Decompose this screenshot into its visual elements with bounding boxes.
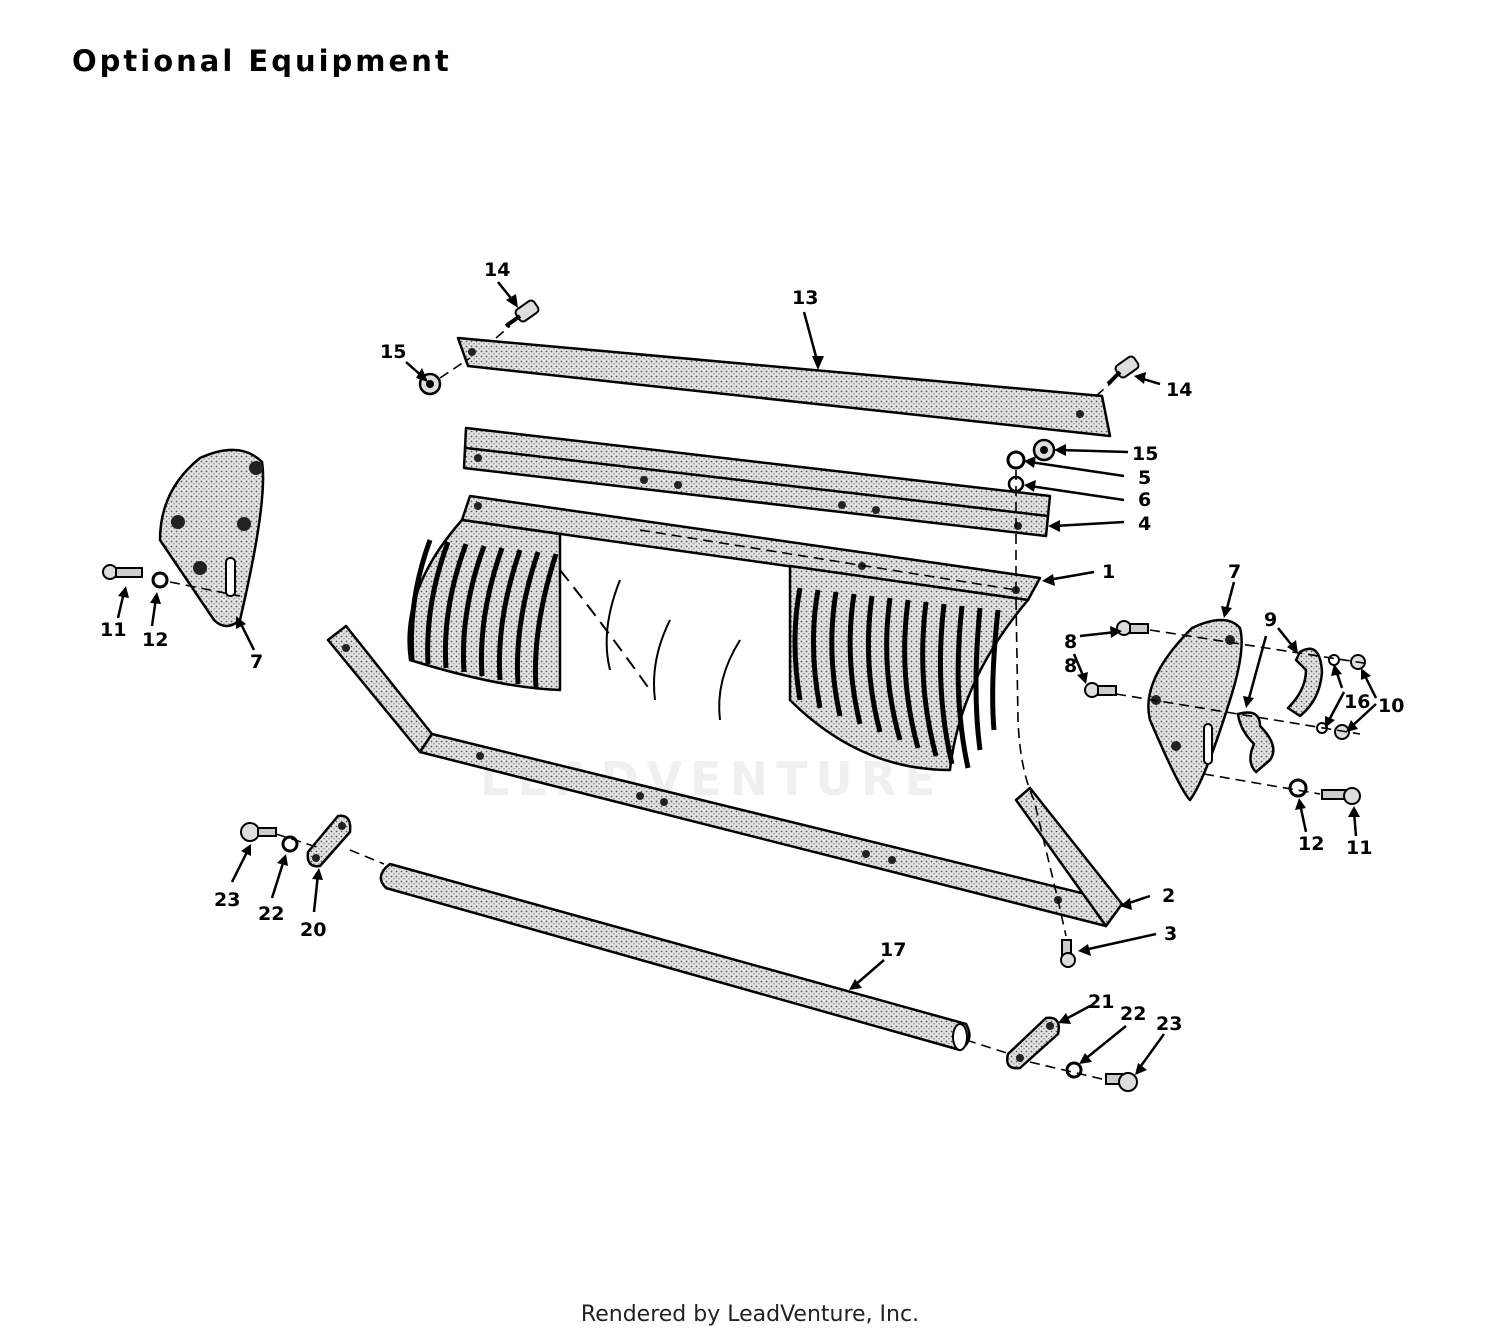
callout-15-right: 15 — [1132, 443, 1158, 465]
part-13-top-bar — [456, 336, 1112, 438]
callout-22-left: 22 — [258, 903, 284, 925]
callout-5: 5 — [1138, 467, 1151, 489]
callout-8-bottom: 8 — [1064, 655, 1077, 677]
assembly-lines — [169, 325, 1371, 1081]
callout-20: 20 — [300, 919, 326, 941]
callout-23-left: 23 — [214, 889, 240, 911]
callout-15-left: 15 — [380, 341, 406, 363]
part-9-clamps — [1236, 647, 1324, 774]
bolt-8-bottom — [1084, 682, 1117, 698]
callout-14-left: 14 — [484, 259, 510, 281]
washer-12-left — [151, 571, 169, 589]
washer-16-top — [1328, 654, 1340, 666]
part-17-tube — [379, 862, 971, 1052]
part-2-frame — [326, 624, 1124, 928]
bolt-14-right — [1106, 355, 1140, 386]
callout-1: 1 — [1102, 561, 1115, 583]
callout-numbers: 1 2 3 4 5 6 7 7 8 8 9 9 10 11 11 12 12 1… — [100, 259, 1404, 1035]
part-7-left-side-plate — [158, 448, 265, 628]
bolt-3 — [1060, 939, 1076, 968]
nut-15-right — [1032, 438, 1056, 462]
callout-17: 17 — [880, 939, 906, 961]
part-1-rake-head — [407, 494, 1042, 772]
callout-16: 16 — [1344, 691, 1370, 713]
leader-lines — [116, 281, 1378, 1075]
bolt-14-left — [504, 299, 540, 328]
bolt-11-right — [1321, 787, 1361, 805]
page-title: Optional Equipment — [72, 44, 452, 78]
callout-12-right: 12 — [1298, 833, 1324, 855]
bolt-11-left — [102, 564, 143, 580]
callout-11-left: 11 — [100, 619, 126, 641]
callout-10: 10 — [1378, 695, 1404, 717]
callout-4: 4 — [1138, 513, 1151, 535]
callout-11-right: 11 — [1346, 837, 1372, 859]
callout-23-right: 23 — [1156, 1013, 1182, 1035]
callout-21: 21 — [1088, 991, 1114, 1013]
callout-7-left: 7 — [250, 651, 263, 673]
part-21-bracket — [1006, 1016, 1060, 1070]
part-7-right-side-plate — [1147, 618, 1243, 802]
callout-8-top: 8 — [1064, 631, 1077, 653]
bolt-8-top — [1116, 620, 1149, 636]
part-4-angle-bar — [462, 426, 1052, 538]
nut-10-bottom — [1334, 724, 1350, 740]
washer-22-right — [1065, 1061, 1083, 1079]
callout-22-right: 22 — [1120, 1003, 1146, 1025]
callout-13: 13 — [792, 287, 818, 309]
bolt-23-left — [240, 822, 277, 842]
callout-6: 6 — [1138, 489, 1151, 511]
bolt-23-right — [1105, 1072, 1138, 1092]
callout-12-left: 12 — [142, 629, 168, 651]
callout-2: 2 — [1162, 885, 1175, 907]
washer-5 — [1006, 450, 1026, 470]
callout-3: 3 — [1164, 923, 1177, 945]
callout-14-right: 14 — [1166, 379, 1192, 401]
part-20-bracket — [306, 814, 352, 868]
washer-12-right — [1288, 778, 1308, 798]
footer-credit: Rendered by LeadVenture, Inc. — [580, 1302, 920, 1327]
washer-22-left — [281, 835, 299, 853]
callout-7-right: 7 — [1228, 561, 1241, 583]
callout-9-top: 9 — [1264, 609, 1277, 631]
